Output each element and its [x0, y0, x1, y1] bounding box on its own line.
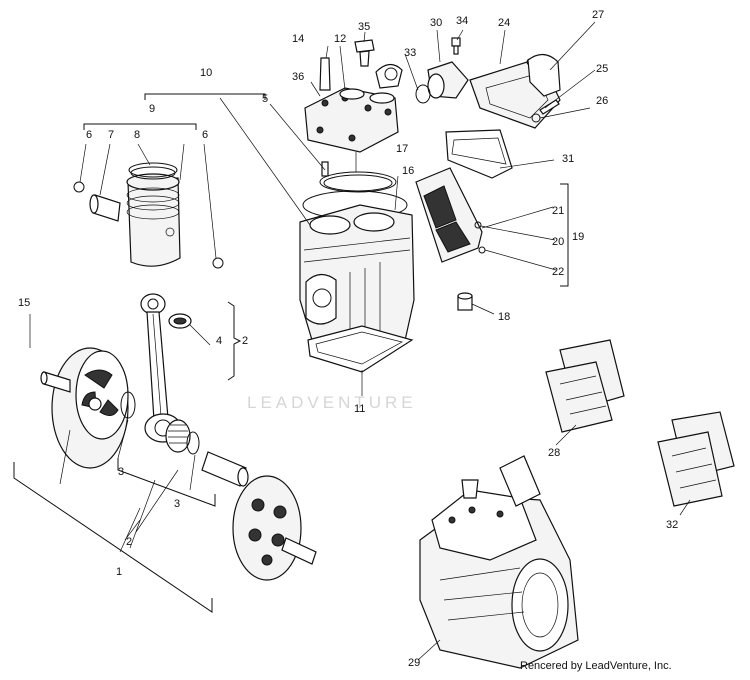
boot-clamp: [415, 84, 431, 104]
small-end-bearing: [168, 313, 192, 329]
callout-6-right: 6: [202, 129, 208, 141]
callout-12: 12: [334, 33, 346, 45]
temp-sensor: [354, 39, 375, 67]
intake-boot: [427, 61, 469, 99]
gasket-kit-top-end: [545, 339, 625, 433]
gasket-kit-full: [657, 411, 735, 507]
callout-17: 17: [396, 143, 408, 155]
callout-16: 16: [402, 165, 414, 177]
cylinder-head: [304, 87, 399, 153]
crank-pin: [201, 451, 249, 487]
callout-29: 29: [408, 657, 420, 669]
callout-4: 4: [216, 335, 222, 347]
callout-7: 7: [108, 129, 114, 141]
callout-35: 35: [358, 21, 370, 33]
callout-20: 20: [552, 236, 564, 248]
callout-22: 22: [552, 266, 564, 278]
bracket-items-9: [83, 123, 197, 130]
big-end-bearing: [165, 419, 191, 453]
reed-screw-lower: [478, 246, 486, 254]
callout-9: 9: [149, 103, 155, 115]
reed-valve: [415, 167, 483, 263]
thrust-washer-left: [120, 391, 136, 419]
callout-21: 21: [552, 205, 564, 217]
complete-engine: [419, 455, 579, 669]
callout-34: 34: [456, 15, 468, 27]
piston-assembly: [126, 173, 181, 267]
circlip-right: [212, 257, 224, 269]
callout-30: 30: [430, 17, 442, 29]
callout-31: 31: [562, 153, 574, 165]
head-gasket: [319, 171, 397, 193]
piston-pin: [89, 194, 121, 222]
render-credit: Rencered by LeadVenture, Inc.: [520, 660, 672, 672]
callout-32: 32: [666, 519, 678, 531]
head-stud: [321, 161, 329, 177]
spark-plug: [319, 57, 331, 91]
callout-25: 25: [596, 63, 608, 75]
thrust-washer-right: [186, 431, 200, 455]
callout-24: 24: [498, 17, 510, 29]
crank-flywheel-left: [40, 347, 129, 469]
callout-11: 11: [354, 403, 365, 415]
callout-27: 27: [592, 9, 604, 21]
reed-screw-upper: [474, 221, 482, 229]
callout-2-lower: 2: [126, 536, 132, 548]
watermark: LEADVENTURE: [247, 393, 417, 412]
callout-6-left: 6: [86, 129, 92, 141]
callout-5: 5: [262, 93, 268, 105]
leader-lines: [29, 21, 691, 661]
callout-10: 10: [200, 67, 212, 79]
intake-gasket: [445, 129, 513, 179]
callout-15: 15: [18, 297, 30, 309]
callout-3-right: 3: [174, 498, 180, 510]
boot-screw: [451, 37, 461, 55]
manifold-gasket: [527, 53, 561, 97]
callout-2-bearing: 2: [242, 335, 248, 347]
callouts: 1 2 2 3 3 4 5 6 6 7 8 9 10 11 12 14 15 1…: [18, 9, 678, 669]
head-fitting: [375, 63, 403, 89]
callout-1: 1: [116, 566, 122, 578]
callout-3-left: 3: [118, 466, 124, 478]
exhaust-seal: [457, 292, 473, 311]
piston-ring: [128, 162, 178, 180]
bracket-items-1: [13, 429, 213, 613]
callout-28: 28: [548, 447, 560, 459]
cylinder-base-gasket: [307, 325, 414, 373]
circlip-left: [73, 181, 85, 193]
bracket-items-10: [144, 93, 266, 100]
callout-8: 8: [134, 129, 140, 141]
crank-flywheel-right: [232, 475, 317, 581]
bracket-items-19: [560, 183, 569, 287]
callout-18: 18: [498, 311, 510, 323]
bracket-items-3: [117, 458, 216, 507]
callout-26: 26: [596, 95, 608, 107]
callout-33: 33: [404, 47, 416, 59]
callout-14: 14: [292, 33, 304, 45]
callout-36: 36: [292, 71, 304, 83]
callout-19: 19: [572, 231, 584, 243]
bracket-items-2: [227, 301, 242, 381]
